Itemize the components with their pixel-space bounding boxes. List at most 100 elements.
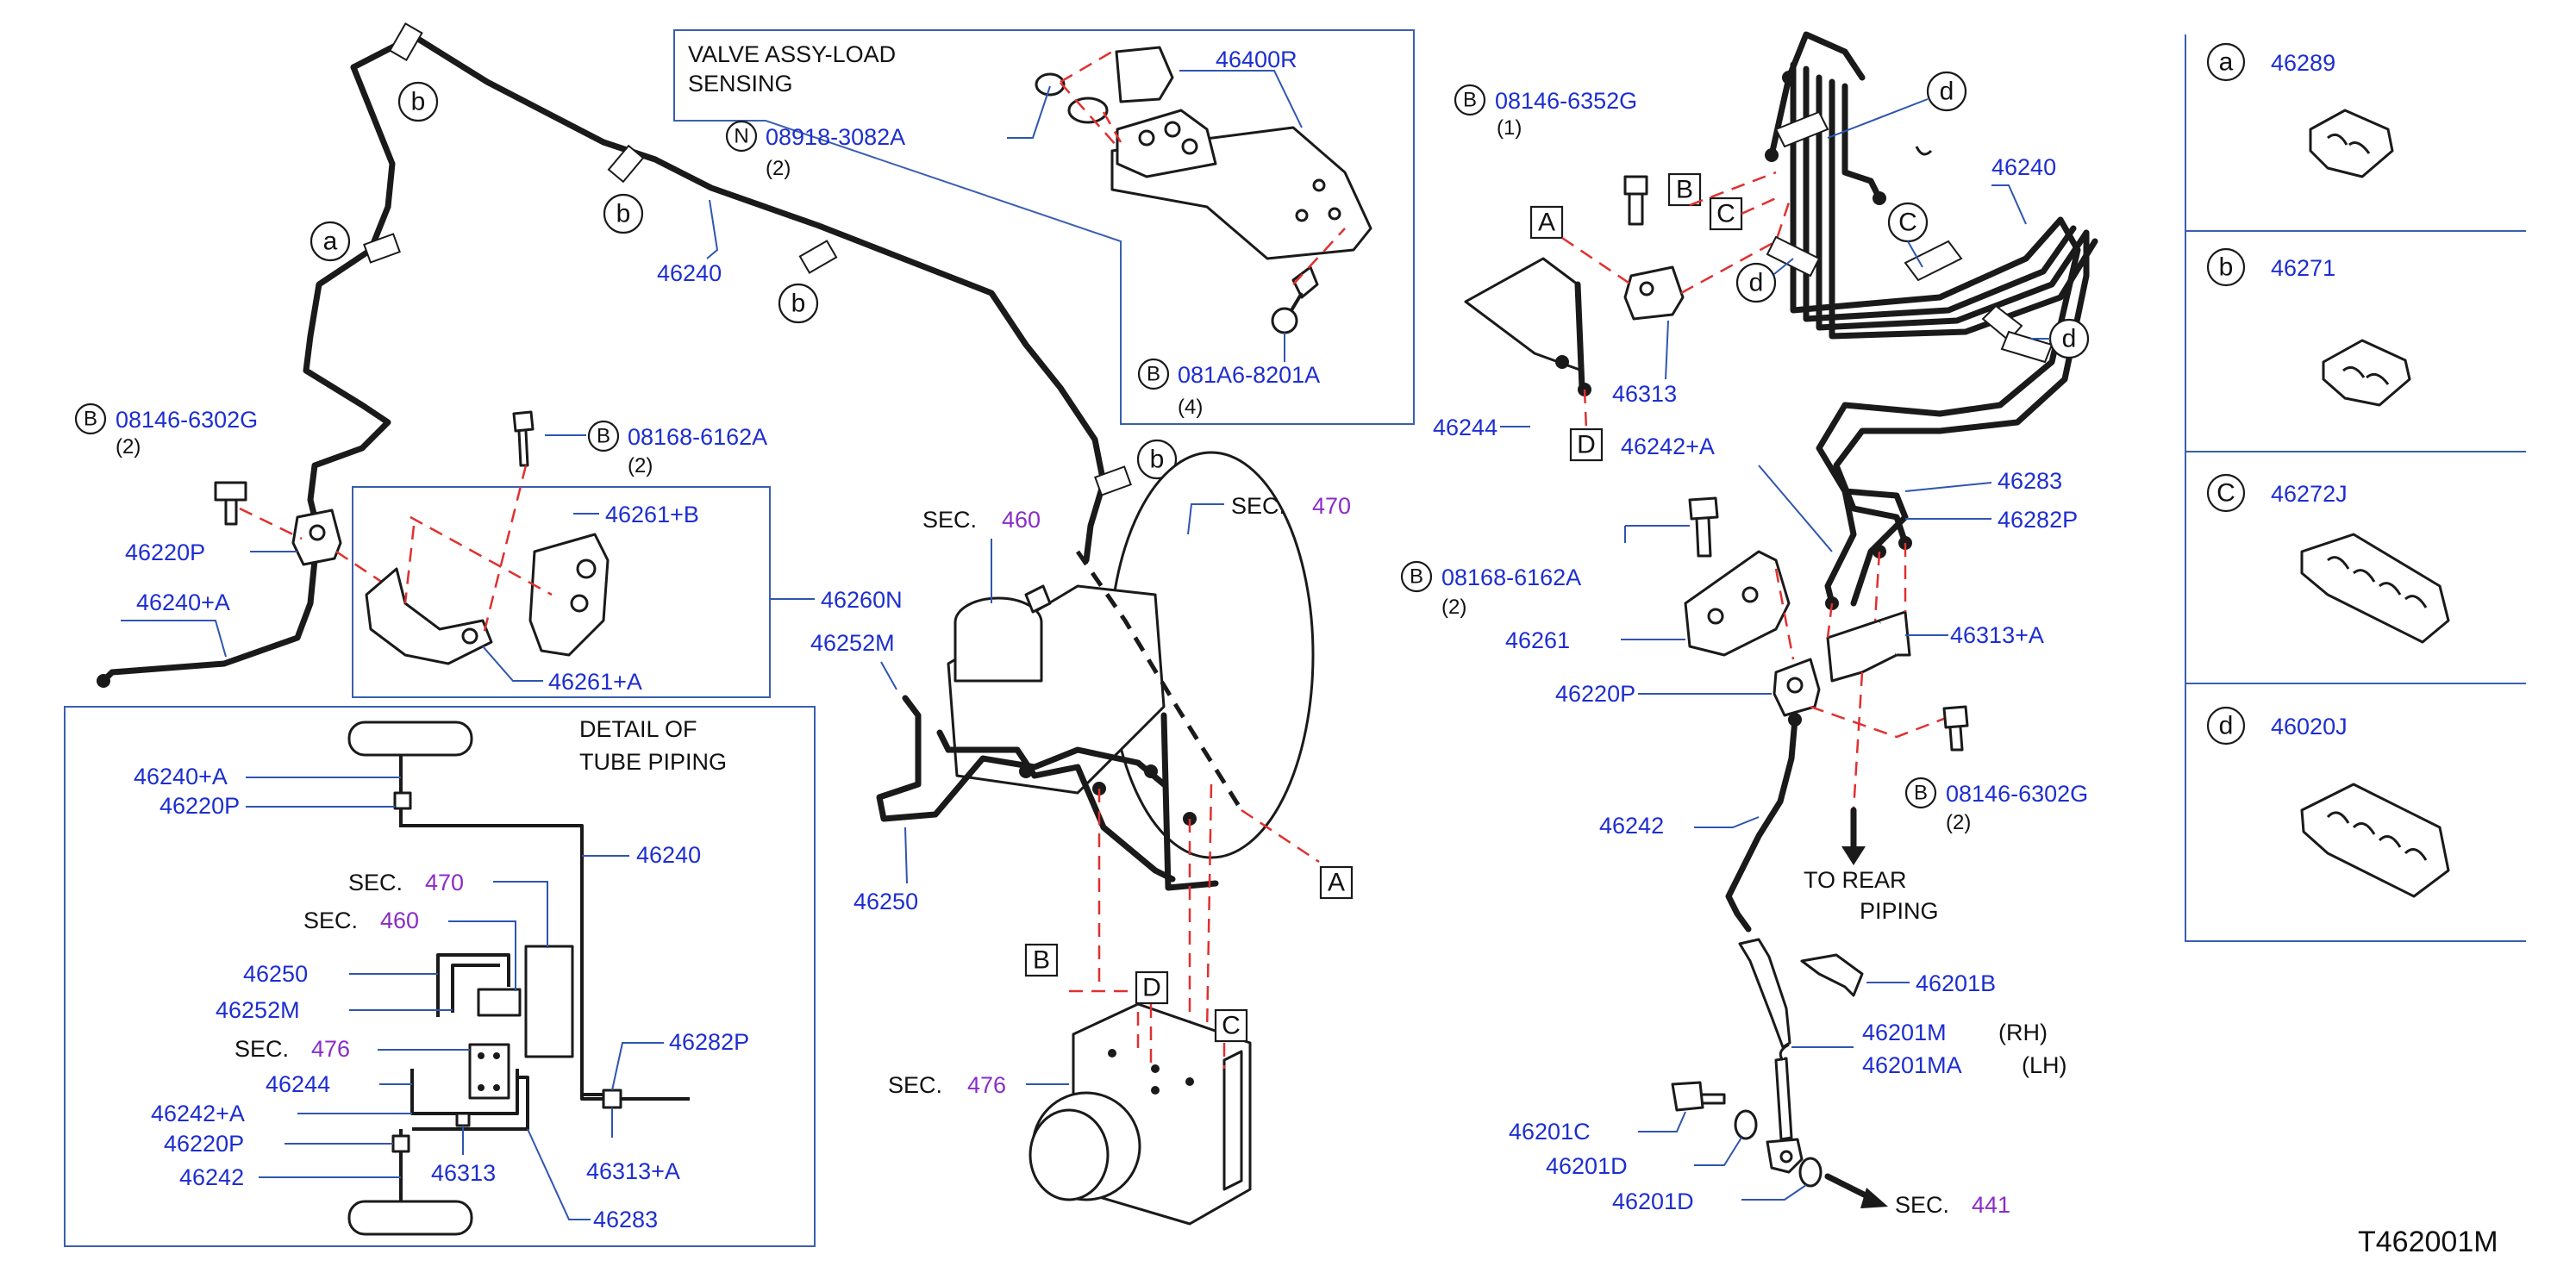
detail-conn-46220P-1: [393, 791, 412, 810]
right-bolt3-symbol: B: [1914, 782, 1928, 805]
legend-a-part: 46289: [2271, 50, 2335, 76]
clip-tag-3: [607, 144, 645, 184]
right-tag-B: B: [1676, 176, 1693, 204]
legend-d-part: 46020J: [2271, 714, 2348, 739]
detail-label-46242A: 46242+A: [151, 1101, 245, 1126]
detail-label-46250: 46250: [243, 961, 308, 987]
right-bolt1-part: 08146-6352G: [1495, 88, 1637, 114]
detail-frame: [64, 706, 816, 1247]
clip-a-letter: a: [323, 228, 338, 256]
right-tube-46282P-label: 46282P: [1998, 507, 2078, 533]
detail-label-46313: 46313: [431, 1160, 496, 1186]
right-tube-46240-label: 46240: [1991, 154, 2056, 180]
detail-booster: [524, 945, 574, 1058]
legend-clip-C-icon: [2300, 533, 2450, 644]
detail-tube-piping: DETAIL OF TUBE PIPING 46240+A 46220P 462…: [64, 706, 816, 1247]
right-hose-46201MA-label: 46201MA: [1862, 1052, 1962, 1078]
valve-assy-title-1: VALVE ASSY-LOAD: [688, 41, 896, 67]
detail-conn-46313A: [602, 1089, 622, 1109]
detail-sec470-word: SEC.: [348, 870, 403, 895]
left-bolt1-dash: [239, 507, 389, 588]
nut-symbol: N: [734, 125, 748, 148]
legend-frame: [2185, 34, 2526, 942]
detail-sec460-word: SEC.: [303, 908, 358, 933]
clip-b-letter-3: b: [791, 290, 806, 318]
detail-label-46283: 46283: [593, 1207, 658, 1232]
detail-label-46242: 46242: [179, 1164, 244, 1190]
right-clip-d-letter-2: d: [1749, 269, 1764, 297]
tube-46240-upper-loop: [303, 64, 396, 521]
right-tag-A: A: [1538, 209, 1555, 237]
legend-a-letter: a: [2219, 48, 2234, 77]
right-tag-D: D: [1577, 431, 1596, 459]
tube-bundle-down-2: [1936, 229, 2090, 434]
left-bolt1-symbol: B: [84, 408, 97, 431]
legend-d-circle: [2206, 706, 2246, 746]
clip-b-callout-4: [1136, 439, 1178, 480]
tube-bundle-down-1: [1936, 216, 2081, 417]
clip-tag-4: [798, 240, 838, 274]
center-tag-A-box: [1319, 865, 1354, 900]
right-sec-441: 441: [1972, 1192, 2010, 1218]
right-washer-46201D-label-1: 46201D: [1546, 1153, 1628, 1179]
booster-dashed-edge: [1075, 550, 1244, 812]
nut-part-number: 08918-3082A: [766, 124, 905, 150]
center-tag-B-box: [1024, 943, 1059, 977]
right-conn-46313A-label: 46313+A: [1950, 622, 2044, 648]
clip-legend: a 46289 b 46271 C 46272J d 46020J: [2185, 34, 2526, 942]
right-bolt2-symbol-circle: [1400, 560, 1433, 593]
clip-b-letter-4: b: [1150, 446, 1165, 474]
legend-b-part: 46271: [2271, 255, 2335, 281]
center-tag-D: D: [1142, 974, 1161, 1002]
legend-b-circle: [2206, 247, 2246, 287]
bracket-dash: [403, 465, 553, 639]
right-tube-46283-label: 46283: [1998, 468, 2062, 494]
detail-sec-470: 470: [425, 870, 464, 895]
detail-tube-46240: [399, 755, 603, 1101]
tube-46252M: [936, 729, 1176, 883]
legend-C-circle: [2206, 473, 2246, 513]
brake-hose-lower: [1774, 1057, 1793, 1141]
valve-leader: [1179, 70, 1303, 128]
right-bolt2-qty: (2): [1441, 596, 1466, 619]
to-rear-line1: TO REAR: [1804, 867, 1907, 893]
bracket-46261B-drawing: [528, 533, 610, 657]
load-sensing-valve-drawing: [1035, 46, 1372, 334]
clip-tag-2: [363, 233, 401, 264]
detail-abs-unit: [468, 1043, 510, 1100]
right-bolt1-qty: (1): [1497, 116, 1522, 140]
right-sec441-word: SEC.: [1895, 1192, 1949, 1218]
nut-symbol-circle: [725, 120, 758, 153]
right-bolt3-symbol-circle: [1904, 777, 1937, 809]
left-bolt2-drawing: [512, 410, 535, 467]
detail-label-46282P: 46282P: [669, 1029, 749, 1055]
detail-label-46240A: 46240+A: [134, 764, 228, 789]
right-bracket-46261-drawing: [1684, 550, 1791, 657]
clip-b-letter-2: b: [616, 200, 631, 228]
right-bolt2-part: 08168-6162A: [1441, 565, 1581, 590]
center-tube-46250-label: 46250: [853, 889, 918, 914]
tube-bundle-4: [1816, 74, 2090, 331]
right-clip-46201B-label: 46201B: [1916, 970, 1996, 996]
conn-46220P-label: 46220P: [125, 540, 205, 565]
valve-bolt-part-number: 081A6-8201A: [1178, 362, 1320, 388]
detail-master-cyl: [477, 988, 522, 1017]
left-bolt2-symbol: B: [597, 425, 610, 448]
right-dash-mid: [1774, 543, 1954, 811]
right-hose-46201M-label: 46201M: [1862, 1020, 1947, 1045]
left-bolt2-symbol-circle: [587, 420, 620, 452]
conn-46313-drawing: [1623, 265, 1685, 321]
right-section: B 08146-6352G (1) A D B C 46244 46313: [1400, 31, 2098, 1218]
center-dash-lines: [1097, 783, 1320, 1069]
clip-b-callout-1: [397, 81, 439, 122]
clip-tag-5: [1094, 465, 1132, 496]
tube-46240-label: 46240: [657, 260, 722, 286]
detail-conn-46313: [455, 1112, 471, 1127]
right-bolt2-symbol: B: [1410, 565, 1423, 589]
right-bolt1-symbol-circle: [1454, 84, 1486, 116]
bracket-46261A-label: 46261+A: [548, 669, 642, 695]
detail-label-46252M: 46252M: [216, 997, 300, 1023]
tube-46250: [876, 695, 1167, 822]
center-sec470-word: SEC.: [1231, 493, 1285, 519]
tube-bundle-2: [1790, 61, 2064, 314]
